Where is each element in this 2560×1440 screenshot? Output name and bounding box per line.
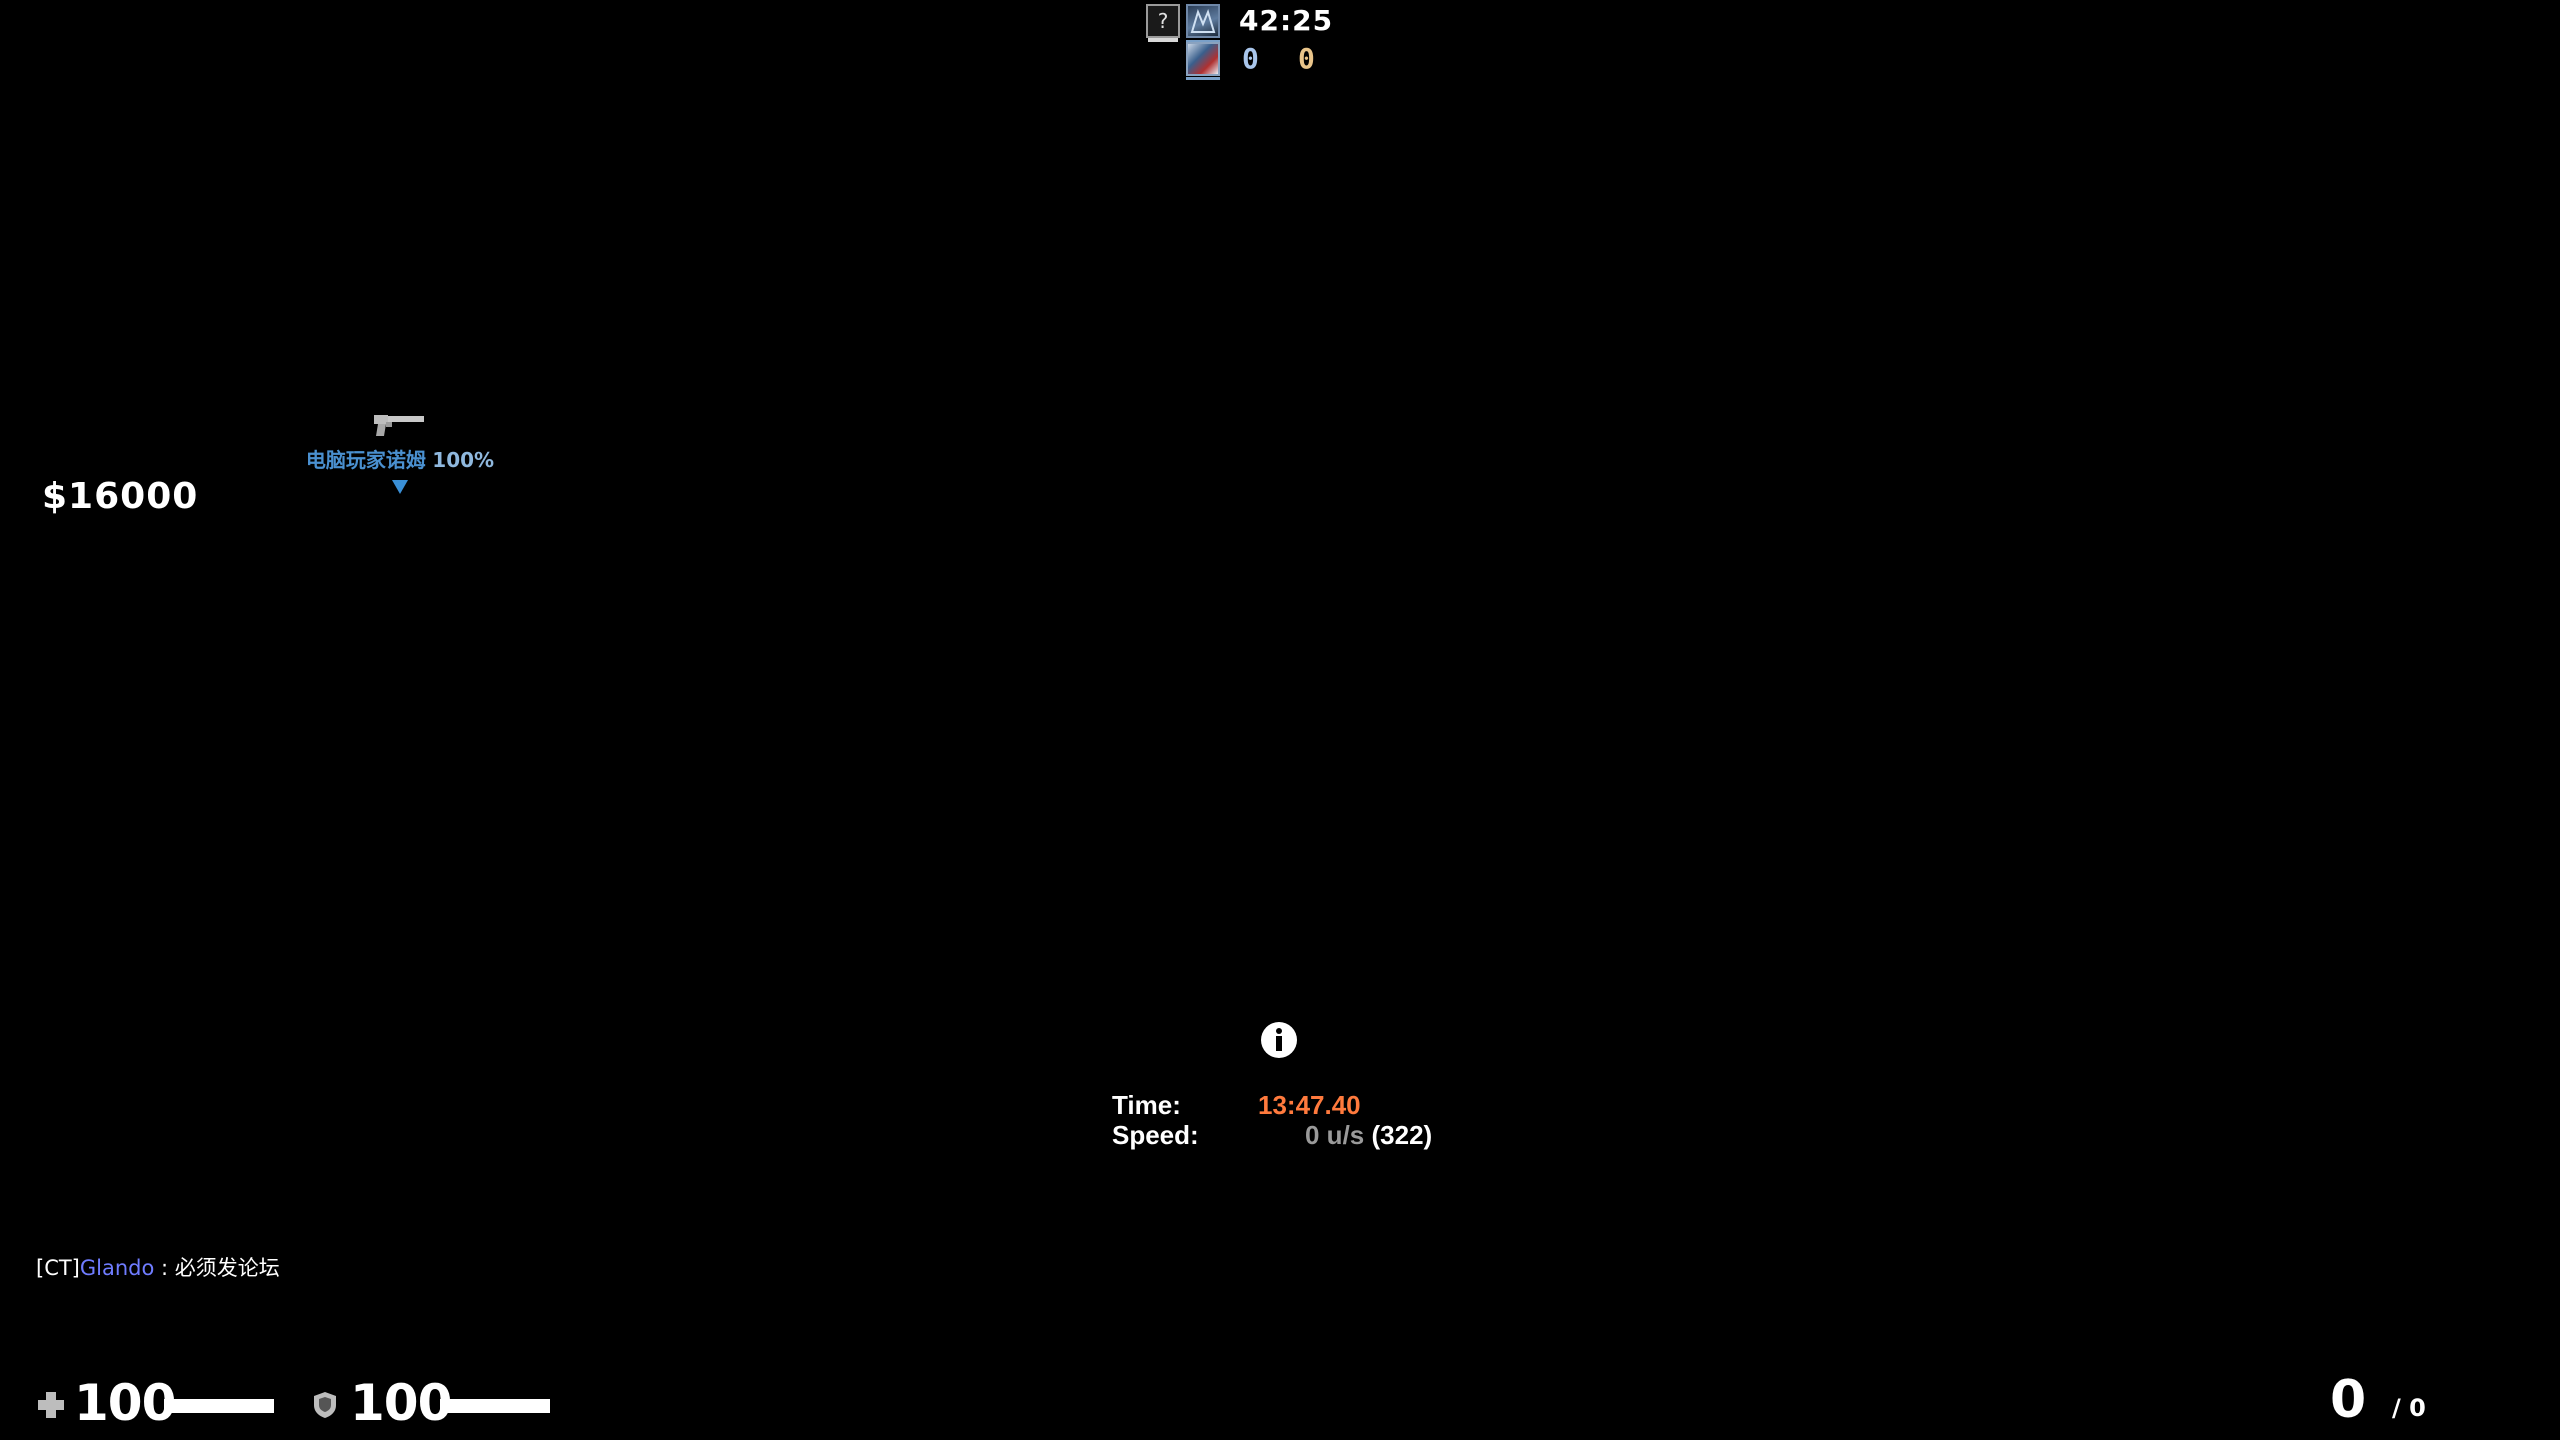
t-score: 0 <box>1298 42 1315 75</box>
teammate-marker: 电脑玩家诺姆 100% <box>290 408 510 503</box>
health-value: 100 <box>74 1374 176 1432</box>
t-player-avatar <box>1186 42 1220 80</box>
speed-max: (322) <box>1371 1120 1433 1150</box>
speed-label: Speed: <box>1112 1120 1199 1150</box>
top-scoreboard: ? 42:25 0 0 <box>1146 2 1346 80</box>
speed-row: 0 u/s (322) <box>1305 1120 1432 1151</box>
question-mark-icon: ? <box>1157 9 1169 33</box>
unknown-player-slot: ? <box>1146 4 1180 42</box>
ammo-display: 0 / 0 <box>2330 1370 2530 1430</box>
health-display: 100 <box>36 1374 296 1432</box>
time-label: Time: <box>1112 1090 1181 1120</box>
teammate-arrow-icon <box>392 480 408 494</box>
teammate-name: 电脑玩家诺姆 <box>305 448 426 472</box>
ct-player-avatar <box>1186 4 1220 44</box>
chat-message-line: [CT]Glando : 必须发论坛 <box>36 1252 280 1282</box>
armor-display: 100 <box>312 1374 572 1432</box>
chat-separator: : <box>154 1256 175 1280</box>
ct-emblem-icon <box>1190 9 1216 33</box>
round-timer: 42:25 <box>1239 4 1334 37</box>
health-bar-fill <box>164 1399 274 1413</box>
money-display: $16000 <box>42 476 199 517</box>
armor-bar-fill <box>440 1399 550 1413</box>
teammate-health: 100% <box>432 448 495 472</box>
health-bar <box>164 1399 274 1413</box>
health-cross-icon <box>38 1392 64 1418</box>
armor-value: 100 <box>350 1374 452 1432</box>
chat-message-text: 必须发论坛 <box>174 1256 280 1280</box>
chat-team-tag: [CT] <box>36 1256 80 1280</box>
ammo-clip: 0 <box>2330 1370 2367 1430</box>
chat-player-name: Glando <box>79 1256 155 1280</box>
armor-shield-icon <box>314 1392 336 1418</box>
time-value: 13:47.40 <box>1258 1090 1361 1120</box>
armor-bar <box>440 1399 550 1413</box>
speed-value: 0 u/s <box>1305 1120 1365 1150</box>
info-icon <box>1261 1022 1297 1058</box>
timer-panel: Time: 13:47.40 Speed: 0 u/s (322) <box>1112 1090 1472 1160</box>
ct-score: 0 <box>1242 42 1259 75</box>
ammo-reserve: / 0 <box>2392 1394 2426 1422</box>
pistol-icon <box>374 415 424 436</box>
teammate-label: 电脑玩家诺姆 100% <box>290 444 510 473</box>
